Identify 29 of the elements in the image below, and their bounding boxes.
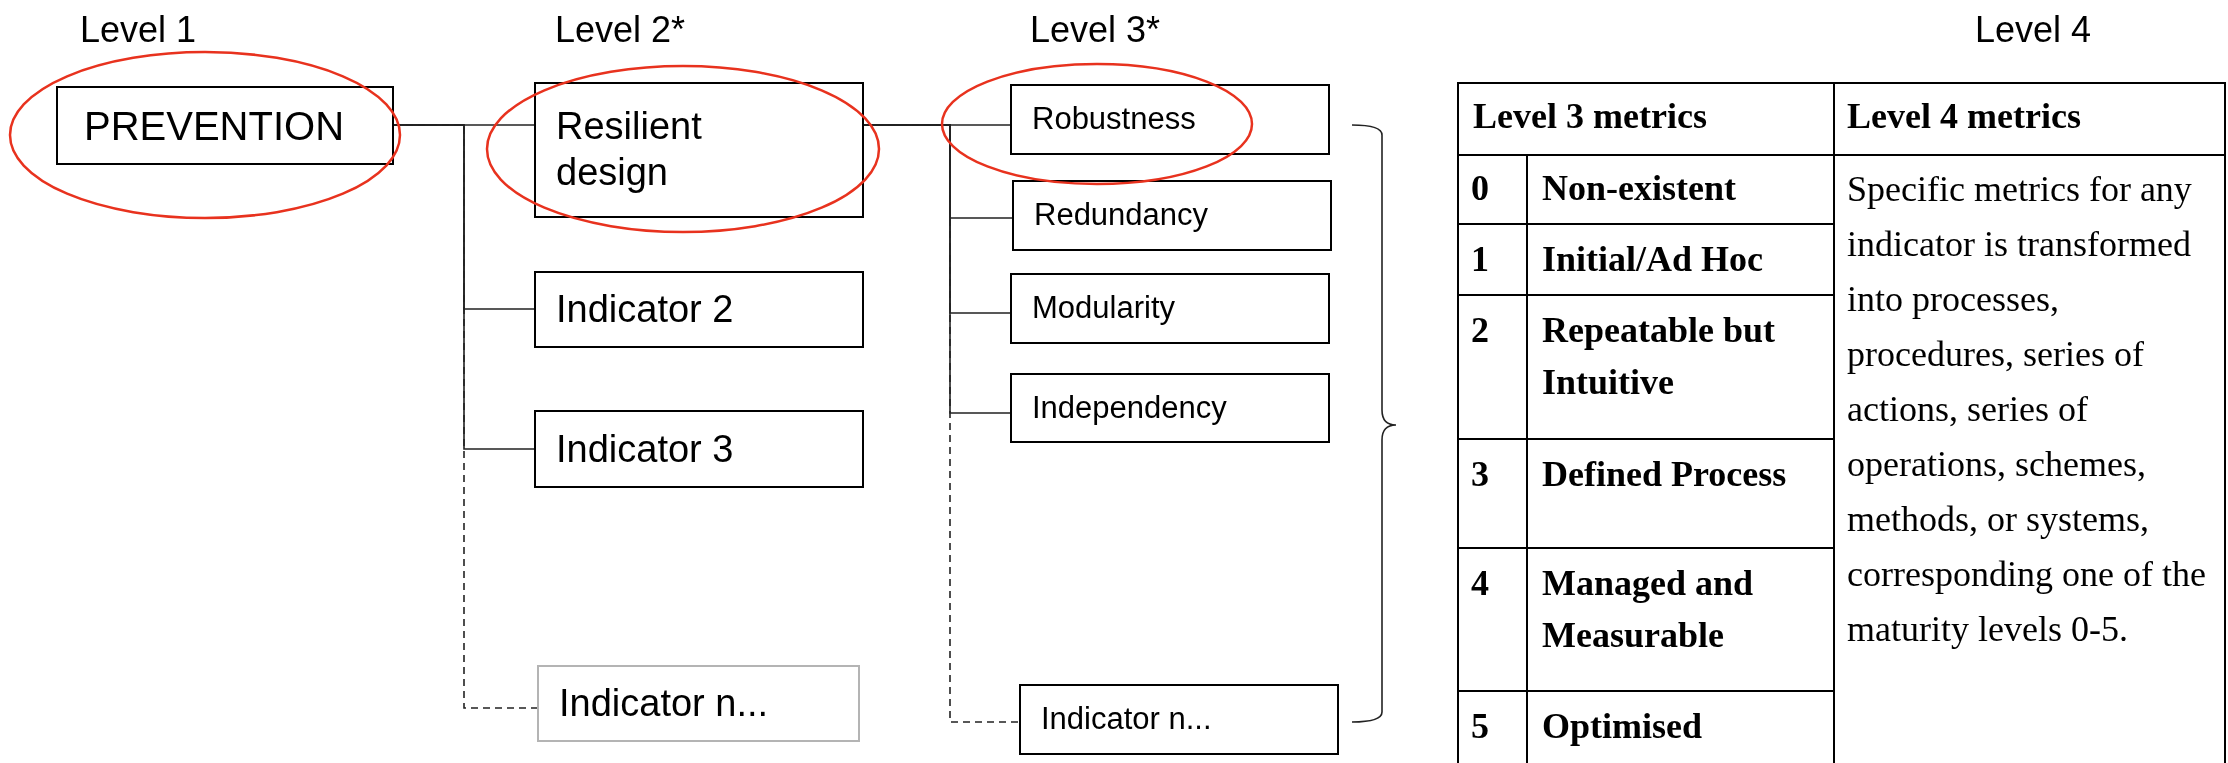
indicator-box: Indicator n... xyxy=(537,665,860,742)
table-header-cell: Level 4 metrics xyxy=(1835,84,2224,156)
level-name-cell: Non-existent xyxy=(1528,154,1835,225)
indicator-box: Resilient design xyxy=(534,82,864,218)
indicator-box: Modularity xyxy=(1010,273,1330,344)
indicator-box: Indicator 3 xyxy=(534,410,864,488)
level-name-cell: Optimised xyxy=(1528,692,1835,763)
level-name-cell: Repeatable but Intuitive xyxy=(1528,296,1835,440)
level-name-cell: Managed and Measurable xyxy=(1528,549,1835,692)
indicator-box: Redundancy xyxy=(1012,180,1332,251)
table-header-cell: Level 3 metrics xyxy=(1459,84,1835,156)
level-name-cell: Defined Process xyxy=(1528,440,1835,549)
level-heading: Level 4 xyxy=(1975,12,2092,48)
description-cell-text: Specific metrics for any indicator is transformed into processes, procedures, series of actions, series of operations, schemes, methods, or systems, corresponding one of the maturity levels 0-5. xyxy=(1846,168,2207,651)
level-name-cell: Initial/Ad Hoc xyxy=(1528,225,1835,296)
level-number-cell: 0 xyxy=(1459,154,1528,225)
indicator-box: Independency xyxy=(1010,373,1330,443)
level-number-cell: 3 xyxy=(1459,440,1528,549)
level-number-cell: 5 xyxy=(1459,692,1528,763)
level-heading: Level 3* xyxy=(1030,12,1161,48)
level-number-cell: 1 xyxy=(1459,225,1528,296)
indicator-box: Robustness xyxy=(1010,84,1330,155)
level-heading: Level 2* xyxy=(555,12,686,48)
indicator-box: Indicator n... xyxy=(1019,684,1339,755)
level-number-cell: 4 xyxy=(1459,549,1528,692)
level-number-cell: 2 xyxy=(1459,296,1528,440)
indicator-box: PREVENTION xyxy=(56,86,394,165)
indicator-box: Indicator 2 xyxy=(534,271,864,348)
level-heading: Level 1 xyxy=(80,12,197,48)
